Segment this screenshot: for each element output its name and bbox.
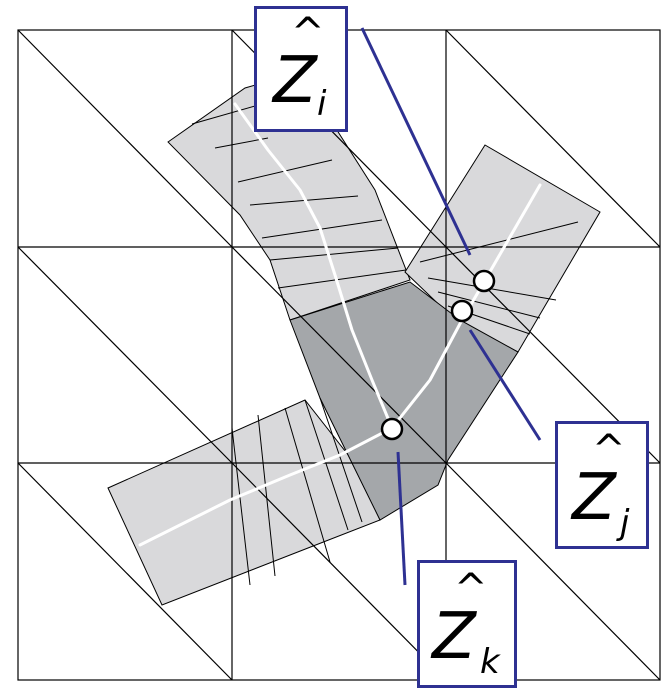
central-junction-patch (289, 281, 519, 521)
triangular-grid (17, 29, 661, 681)
label-zi-box: ^ Z i (254, 6, 348, 132)
label-zk-subscript: k (480, 642, 500, 682)
node-markers (380, 269, 496, 441)
label-zk-box: ^ Z k (417, 560, 517, 688)
leader-lines (360, 27, 542, 586)
label-zi-subscript: i (317, 84, 327, 124)
patch-divisions (191, 103, 579, 586)
centerline-lower-left (138, 426, 394, 547)
label-zj-subscript: j (620, 503, 630, 543)
label-zk-symbol: Z (432, 600, 476, 674)
label-zj-box: ^ Z j (555, 421, 649, 549)
node-zj (450, 299, 474, 323)
label-zj-accent: ^ (592, 427, 626, 473)
label-zj-symbol: Z (572, 461, 616, 535)
node-zk (380, 417, 404, 441)
leader-zk (396, 451, 407, 586)
centerline-upper-left (233, 102, 394, 430)
leader-zi (360, 27, 472, 256)
label-zi-accent: ^ (291, 10, 325, 56)
leader-zj (468, 329, 542, 441)
label-zk-accent: ^ (454, 566, 488, 612)
label-zi-symbol: Z (273, 44, 317, 118)
node-zi (472, 269, 496, 293)
